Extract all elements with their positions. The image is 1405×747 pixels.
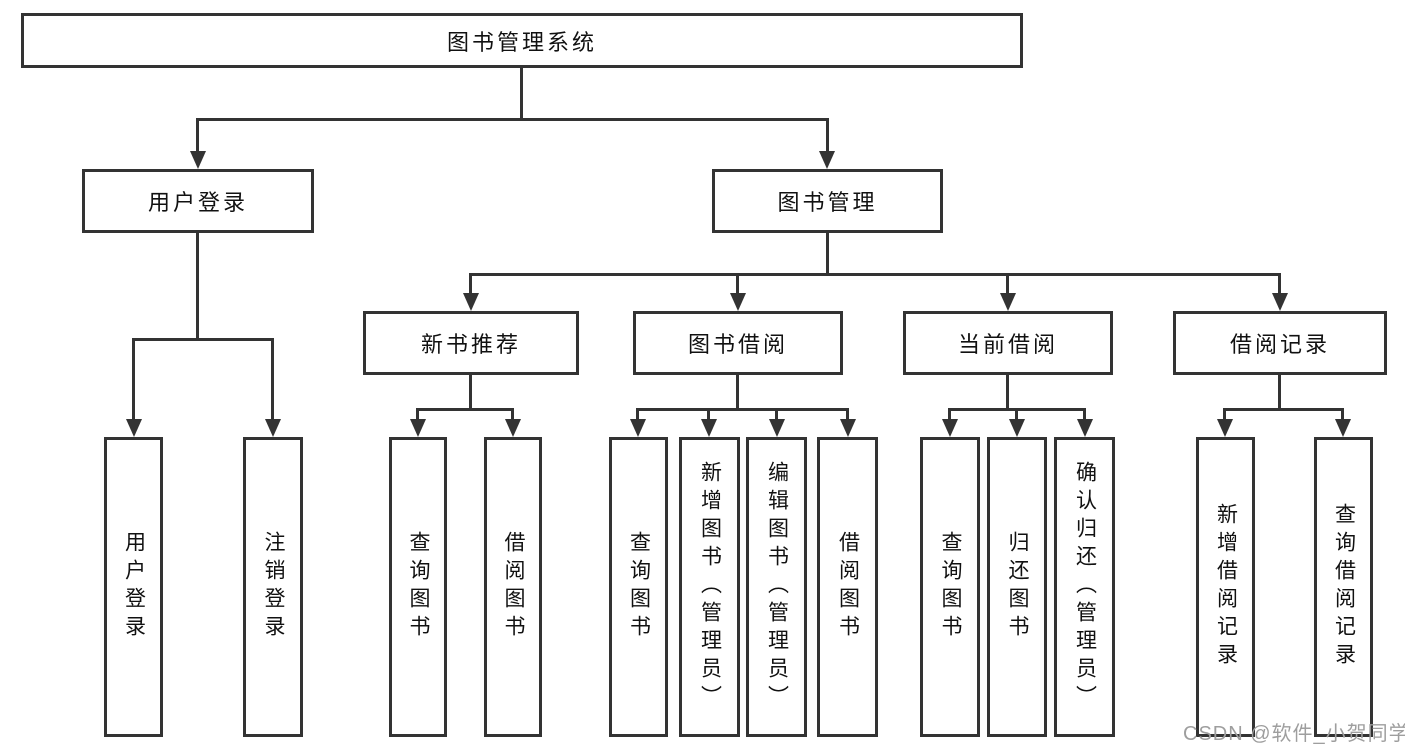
connector-line (1278, 276, 1281, 294)
leaf-add-books-admin-label: 新增图书（管理员） (698, 461, 722, 713)
leaf-query-books-1-label: 查询图书 (407, 531, 430, 643)
leaf-borrow-books-2: 借阅图书 (817, 437, 878, 737)
node-current-borrow: 当前借阅 (903, 311, 1113, 375)
node-book-borrow-label: 图书借阅 (687, 332, 788, 357)
leaf-query-books-3-label: 查询图书 (939, 531, 962, 643)
connector-line (707, 411, 710, 419)
leaf-query-books-1: 查询图书 (389, 437, 447, 737)
connector-line (736, 375, 739, 411)
arrowhead-down-icon (819, 151, 835, 169)
connector-line (1006, 375, 1009, 411)
leaf-borrow-books-1-label: 借阅图书 (502, 531, 525, 643)
leaf-confirm-return-admin-label: 确认归还（管理员） (1073, 461, 1097, 713)
arrowhead-down-icon (1077, 419, 1093, 437)
node-user-login: 用户登录 (82, 169, 314, 233)
node-current-borrow-label: 当前借阅 (957, 332, 1058, 357)
arrowhead-down-icon (1217, 419, 1233, 437)
connector-line (636, 408, 849, 411)
arrowhead-down-icon (265, 419, 281, 437)
connector-line (1223, 411, 1226, 419)
arrowhead-down-icon (942, 419, 958, 437)
arrowhead-down-icon (410, 419, 426, 437)
connector-line (736, 276, 739, 294)
leaf-return-books-label: 归还图书 (1006, 531, 1029, 643)
connector-line (1223, 408, 1344, 411)
leaf-user-login-label: 用户登录 (122, 531, 146, 643)
leaf-confirm-return-admin: 确认归还（管理员） (1054, 437, 1115, 737)
connector-line (469, 273, 1281, 276)
arrowhead-down-icon (769, 419, 785, 437)
connector-line (132, 338, 274, 341)
arrowhead-down-icon (1000, 293, 1016, 311)
leaf-add-borrow-record: 新增借阅记录 (1196, 437, 1255, 737)
node-borrow-records: 借阅记录 (1173, 311, 1387, 375)
watermark: CSDN @软件_小贺同学 (1183, 723, 1405, 745)
arrowhead-down-icon (463, 293, 479, 311)
leaf-logout-login-label: 注销登录 (262, 531, 285, 643)
arrowhead-down-icon (505, 419, 521, 437)
arrowhead-down-icon (1009, 419, 1025, 437)
leaf-query-books-2-label: 查询图书 (627, 531, 651, 643)
connector-line (511, 411, 514, 419)
node-root-label: 图书管理系统 (446, 29, 597, 55)
leaf-logout-login: 注销登录 (243, 437, 303, 737)
node-new-book-recommend-label: 新书推荐 (420, 332, 521, 357)
connector-line (1278, 375, 1281, 411)
node-borrow-records-label: 借阅记录 (1229, 332, 1330, 357)
leaf-return-books: 归还图书 (987, 437, 1047, 737)
leaf-user-login: 用户登录 (104, 437, 163, 737)
leaf-query-borrow-record: 查询借阅记录 (1314, 437, 1373, 737)
connector-line (520, 66, 523, 118)
connector-line (826, 233, 829, 276)
leaf-query-borrow-record-label: 查询借阅记录 (1332, 503, 1356, 671)
connector-line (416, 411, 419, 419)
leaf-edit-books-admin: 编辑图书（管理员） (746, 437, 807, 737)
connector-line (948, 408, 1086, 411)
leaf-borrow-books-1: 借阅图书 (484, 437, 542, 737)
node-book-management: 图书管理 (712, 169, 943, 233)
arrowhead-down-icon (1272, 293, 1288, 311)
leaf-query-books-2: 查询图书 (609, 437, 668, 737)
connector-line (775, 411, 778, 419)
arrowhead-down-icon (730, 293, 746, 311)
leaf-borrow-books-2-label: 借阅图书 (836, 531, 860, 643)
arrowhead-down-icon (840, 419, 856, 437)
arrowhead-down-icon (1335, 419, 1351, 437)
connector-line (1006, 276, 1009, 294)
arrowhead-down-icon (190, 151, 206, 169)
leaf-add-borrow-record-label: 新增借阅记录 (1214, 503, 1238, 671)
connector-line (469, 375, 472, 411)
node-root: 图书管理系统 (21, 13, 1023, 68)
connector-line (469, 276, 472, 294)
connector-line (1015, 411, 1018, 419)
arrowhead-down-icon (701, 419, 717, 437)
connector-line (132, 341, 135, 419)
node-new-book-recommend: 新书推荐 (363, 311, 579, 375)
connector-line (196, 233, 199, 341)
connector-line (1083, 411, 1086, 419)
node-book-borrow: 图书借阅 (633, 311, 843, 375)
connector-line (1341, 411, 1344, 419)
arrowhead-down-icon (126, 419, 142, 437)
connector-line (196, 118, 829, 121)
connector-line (271, 341, 274, 419)
connector-line (826, 118, 829, 154)
leaf-query-books-3: 查询图书 (920, 437, 980, 737)
node-book-management-label: 图书管理 (777, 190, 878, 215)
arrowhead-down-icon (630, 419, 646, 437)
connector-line (636, 411, 639, 419)
connector-line (416, 408, 514, 411)
connector-line (196, 118, 199, 154)
leaf-add-books-admin: 新增图书（管理员） (679, 437, 740, 737)
connector-line (846, 411, 849, 419)
node-user-login-label: 用户登录 (147, 190, 248, 215)
leaf-edit-books-admin-label: 编辑图书（管理员） (765, 461, 789, 713)
connector-line (948, 411, 951, 419)
